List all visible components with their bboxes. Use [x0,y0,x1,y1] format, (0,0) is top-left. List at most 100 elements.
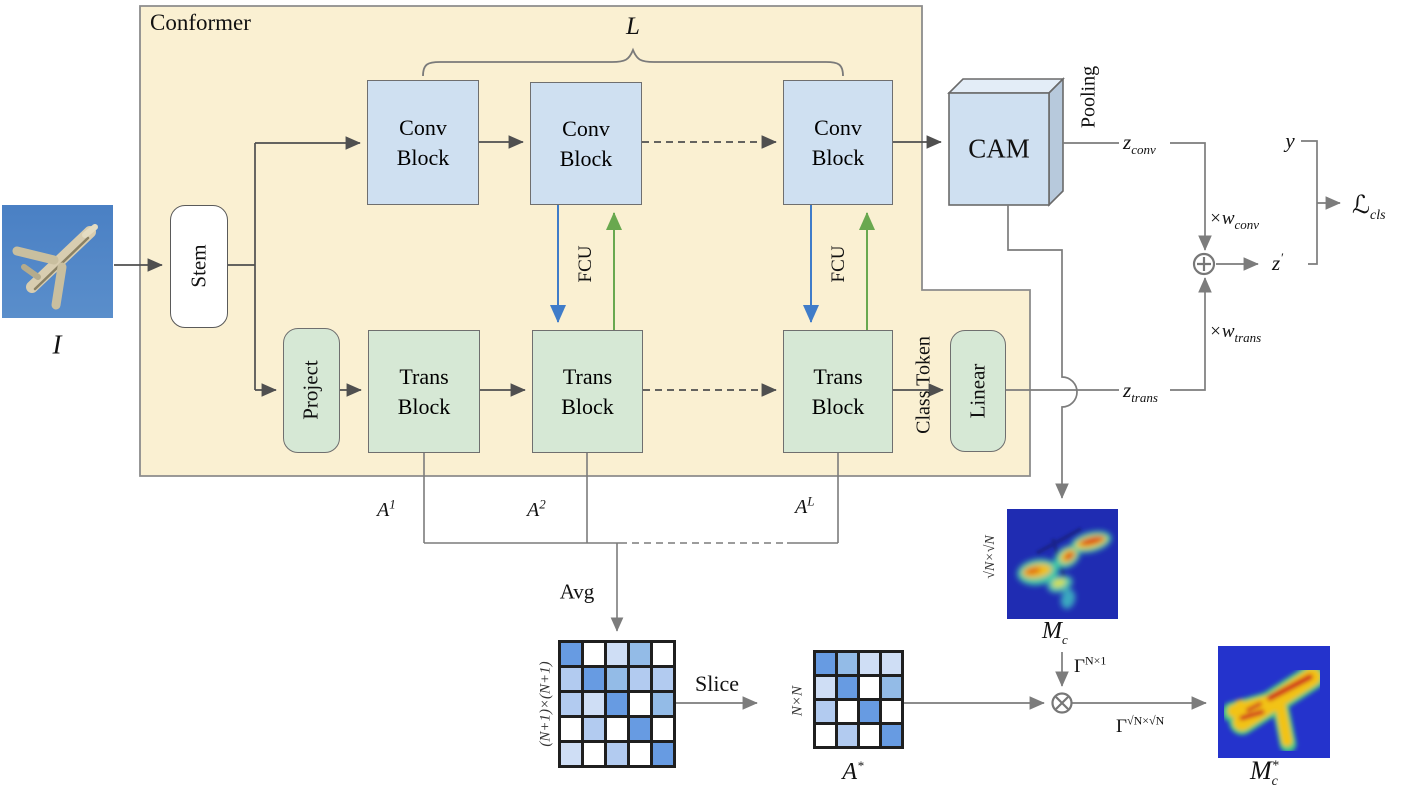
matrix-cell [838,677,857,698]
refined-airplane-shape [1222,664,1325,753]
stem-label: Stem [186,244,211,288]
matrix-cell [653,643,673,665]
matrix-cell [607,743,627,765]
matrix-cell [561,693,581,715]
conv-block-2: Conv Block [530,82,642,205]
matrix-cell [882,725,901,746]
input-image [2,205,113,318]
cam-box [947,77,1065,207]
matrix-cell [653,718,673,740]
attention-matrix-np1 [558,640,676,768]
conv-block-3-label: Conv Block [811,115,865,170]
avg-label: Avg [559,579,595,604]
matrix-cell [860,701,879,722]
conv-block-2-label: Conv Block [559,116,613,171]
trans-block-2: Trans Block [532,330,643,453]
matrix-cell [816,701,835,722]
matrix-cell [816,653,835,674]
cam-label: CAM [968,133,1030,164]
a1-label: A1 [377,496,396,521]
conv-block-3: Conv Block [783,80,893,205]
matrix-cell [860,677,879,698]
matrix-cell [882,653,901,674]
linear-block [950,330,1006,452]
matrix-cell [630,743,650,765]
matrix-cell [584,718,604,740]
a-star-label: A* [842,758,864,785]
times-circle-icon [1051,692,1073,714]
class-token-label: Class Token [912,336,935,434]
mc-label: Mc [1042,618,1068,647]
matrix-cell [561,718,581,740]
matrix-cell [584,743,604,765]
matrix-cell [838,725,857,746]
pooling-label: Pooling [1077,65,1100,129]
matrix-cell [584,643,604,665]
project-block [283,328,340,453]
mc-size-label: √N×√N [983,535,998,579]
aL-label: AL [795,493,815,518]
matrix-cell [584,693,604,715]
stem-block [170,205,228,328]
stem-split-line [228,143,256,390]
w-trans-label: ×wtrans [1209,321,1262,345]
a2-label: A2 [527,496,546,521]
attention-matrix-n [813,650,904,749]
loss-label: ℒcls [1352,190,1386,223]
matrix-cell [607,643,627,665]
conformer-title: Conformer [150,10,251,35]
matrix-cell [584,668,604,690]
matrix-cell [607,718,627,740]
matrix-cell [630,718,650,740]
plus-circle-icon [1192,252,1216,276]
matrix-cell [653,668,673,690]
gamma-sqrt-label: Γ√N×√N [1116,714,1165,738]
trans-block-1: Trans Block [368,330,480,453]
photo-airplane-shape [12,224,98,310]
bracket-y-zprime [1301,140,1318,265]
gamma-n1-label: ΓN×1 [1074,654,1107,678]
matrix-cell [860,725,879,746]
matrix-cell [838,701,857,722]
matrix-cell [607,693,627,715]
arrow-zconv-plus [1170,142,1212,251]
refined-heatmap-mcstar [1218,646,1330,758]
matrix-cell [561,743,581,765]
mc-star-label: M*c [1250,756,1279,790]
attention-drop-lines [423,453,839,543]
y-label: y [1285,128,1295,153]
conv-block-1: Conv Block [367,80,479,205]
matrix-cell [653,743,673,765]
trans-block-1-label: Trans Block [397,364,451,419]
input-label: I [52,329,62,360]
loop-brace [422,47,844,77]
loop-count-label: L [626,13,640,40]
matrix-cell [630,643,650,665]
matrix-cell [561,643,581,665]
matrix-cell [816,725,835,746]
matrix-cell [860,653,879,674]
trans-block-3-label: Trans Block [811,364,865,419]
fcu-label-1: FCU [575,245,596,283]
matrix-cell [653,693,673,715]
fcu-label-2: FCU [828,245,849,283]
z-conv-label: zconv [1123,130,1156,158]
matrix-cell [882,677,901,698]
matrix-cell [607,668,627,690]
matrix-cell [882,701,901,722]
matrix-cell [838,653,857,674]
slice-label: Slice [695,671,739,696]
matrix-cell [816,677,835,698]
cam-heatmap-mc [1007,509,1118,619]
z-prime-label: z′ [1272,250,1284,275]
matrix-cell [630,693,650,715]
conv-block-1-label: Conv Block [396,115,450,170]
arrow-ztrans-plus [1170,277,1212,391]
matrix-cell [561,668,581,690]
w-conv-label: ×wconv [1209,208,1260,232]
matrix-cell [630,668,650,690]
matrix-n-size-label: N×N [789,685,806,717]
trans-block-2-label: Trans Block [561,364,614,419]
z-trans-label: ztrans [1123,378,1158,406]
